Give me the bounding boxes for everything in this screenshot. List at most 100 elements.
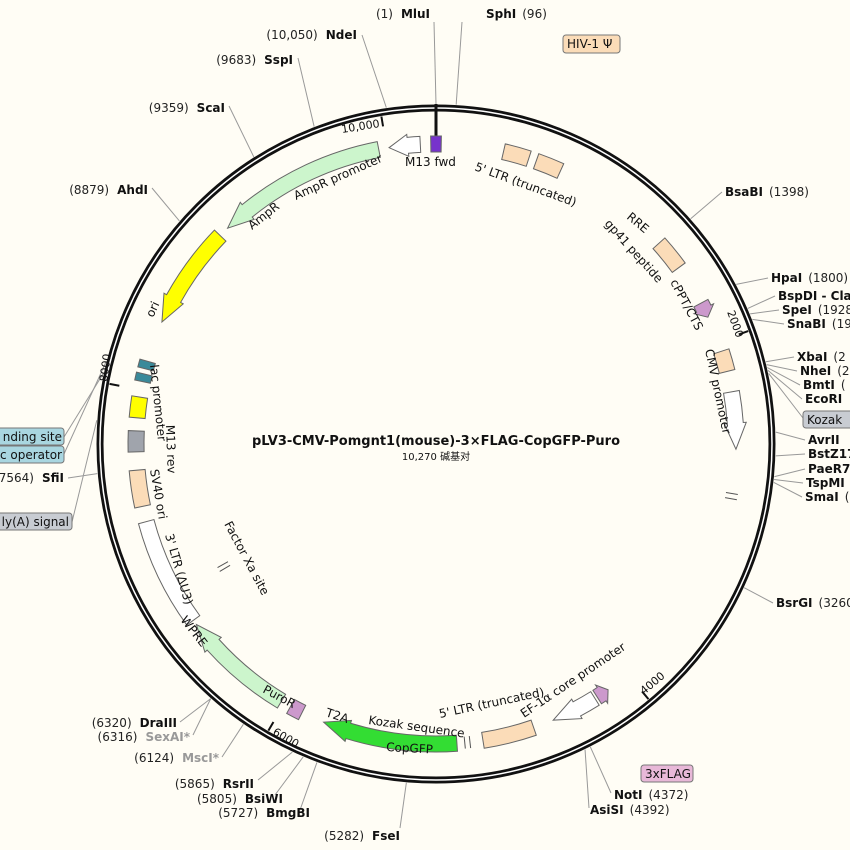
sv40-polya-shape xyxy=(127,430,145,453)
ltr5-box-2 xyxy=(532,153,565,179)
tick-label: 8000 xyxy=(97,353,114,383)
enzyme-bstz17i[interactable]: BstZ17 xyxy=(808,447,850,461)
sv40-ori-label[interactable]: SV40 ori xyxy=(147,468,170,520)
tick-mark xyxy=(641,690,650,700)
enzyme-bsrgi[interactable]: BsrGI(3260 xyxy=(776,596,850,610)
leader-line xyxy=(752,318,785,325)
enzyme-nhei[interactable]: NheI(2 xyxy=(800,364,850,378)
enzyme-xbai[interactable]: XbaI(2 xyxy=(797,350,846,364)
ampr-promoter-shape xyxy=(388,133,422,158)
enzyme-spei[interactable]: SpeI(1928 xyxy=(782,303,850,317)
plasmid-length: 10,270 碱基对 xyxy=(402,450,470,463)
leader-line xyxy=(151,187,180,222)
cppt-shape xyxy=(713,348,736,374)
tick-mark xyxy=(738,330,749,336)
m13-fwd-shape xyxy=(430,135,442,153)
site-marker xyxy=(468,736,472,749)
hiv1-psi-label[interactable]: HIV-1 Ψ xyxy=(567,37,612,51)
enzyme-tspmi[interactable]: TspMI xyxy=(806,476,845,490)
ltr5-box-1 xyxy=(501,143,532,167)
enzyme-msci[interactable]: (6124)MscI* xyxy=(134,751,220,765)
leader-line xyxy=(773,482,803,498)
enzyme-scai[interactable]: (9359)ScaI xyxy=(149,101,225,115)
enzyme-leader-lines xyxy=(63,21,806,829)
cap-binding-site-label[interactable]: nding site xyxy=(3,430,62,444)
enzyme-paer7i[interactable]: PaeR7 xyxy=(808,462,850,476)
enzyme-noti[interactable]: NotI(4372) xyxy=(614,788,688,802)
leader-line xyxy=(257,751,293,781)
enzyme-smai[interactable]: SmaI( xyxy=(805,490,849,504)
enzyme-sphi[interactable]: SphI(96) xyxy=(486,7,547,21)
enzyme-ecori[interactable]: EcoRI xyxy=(805,392,842,406)
enzyme-bsabi[interactable]: BsaBI(1398) xyxy=(725,185,809,199)
site-marker xyxy=(219,564,231,572)
lac-promoter-label[interactable]: lac promoter xyxy=(147,364,169,442)
enzyme-mlui[interactable]: (1)MluI xyxy=(376,7,430,21)
lac-operator-shape xyxy=(137,358,156,372)
enzyme-fsei[interactable]: (5282)FseI xyxy=(324,829,400,843)
enzyme-hpai[interactable]: HpaI(1800) xyxy=(771,271,848,285)
kozak-label[interactable]: Kozak xyxy=(807,413,842,427)
leader-line xyxy=(228,105,255,158)
enzyme-bmgbi[interactable]: (5727)BmgBI xyxy=(218,806,310,820)
factor-xa-label[interactable]: Factor Xa site xyxy=(221,519,272,598)
enzyme-ahdi[interactable]: (8879)AhdI xyxy=(69,183,148,197)
m13-fwd-label[interactable]: M13 fwd xyxy=(405,155,456,169)
site-marker xyxy=(724,497,737,501)
enzyme-snabi[interactable]: SnaBI(19 xyxy=(787,317,850,331)
enzyme-bsiwi[interactable]: (5805)BsiWI xyxy=(197,792,283,806)
feature-shapes xyxy=(127,133,747,753)
leader-line xyxy=(584,749,590,809)
puror-label[interactable]: PuroR xyxy=(261,682,298,711)
cap-site-shape xyxy=(134,371,153,384)
site-marker xyxy=(463,736,466,749)
enzyme-ndei[interactable]: (10,050)NdeI xyxy=(266,28,357,42)
leader-line xyxy=(775,431,806,441)
tick-mark xyxy=(267,721,275,732)
leader-line xyxy=(736,277,769,285)
site-marker xyxy=(217,561,229,569)
m13-rev-label[interactable]: M13 rev xyxy=(163,425,179,474)
ori-label[interactable]: ori xyxy=(143,299,162,319)
leader-line xyxy=(63,361,107,455)
puror-shape xyxy=(195,623,287,709)
enzyme-sspi[interactable]: (9683)SspI xyxy=(216,53,293,67)
enzyme-bmti[interactable]: BmtI( xyxy=(803,378,846,392)
ef1a-promoter-shape xyxy=(552,690,600,721)
cap-binding-site-box xyxy=(0,427,65,446)
ori-shape xyxy=(161,229,227,324)
rre-label[interactable]: RRE xyxy=(624,210,652,236)
3xflag-shape xyxy=(592,683,609,705)
leader-line xyxy=(750,309,780,315)
leader-line xyxy=(766,364,798,372)
copgfp-shape xyxy=(322,719,459,753)
enzyme-sexai[interactable]: (6316)SexAI* xyxy=(98,730,191,744)
t2a-shape xyxy=(285,698,307,721)
lac-operator-label[interactable]: c operator xyxy=(0,448,62,462)
tick-mark xyxy=(109,382,120,387)
enzyme-bspdi-clai[interactable]: BspDI - Cla xyxy=(778,289,850,303)
enzyme-sfii[interactable]: (7564)SfiI xyxy=(0,471,64,485)
leader-line xyxy=(399,782,407,829)
enzyme-asisi[interactable]: AsiSI(4392) xyxy=(590,803,670,817)
3xflag-label[interactable]: 3xFLAG xyxy=(645,767,691,781)
polya-signal-label[interactable]: ly(A) signal xyxy=(2,515,69,529)
leader-line xyxy=(274,756,304,796)
leader-line xyxy=(775,453,806,457)
enzyme-draiii[interactable]: (6320)DraIII xyxy=(92,716,177,730)
site-marker xyxy=(725,492,738,495)
copgfp-label[interactable]: CopGFP xyxy=(386,740,433,756)
leader-line xyxy=(767,370,803,400)
leader-line xyxy=(299,762,318,811)
ampr-shape xyxy=(226,141,381,230)
cmv-promoter-shape xyxy=(722,389,747,451)
leader-line xyxy=(774,479,804,484)
leader-line xyxy=(192,698,212,736)
enzyme-avrii[interactable]: AvrII xyxy=(808,433,840,447)
leader-line xyxy=(455,21,463,105)
tick-mark xyxy=(380,116,385,127)
lac-operator-box xyxy=(0,445,65,464)
leader-line xyxy=(768,373,804,419)
enzyme-rsrii[interactable]: (5865)RsrII xyxy=(175,777,254,791)
leader-line xyxy=(743,587,774,604)
